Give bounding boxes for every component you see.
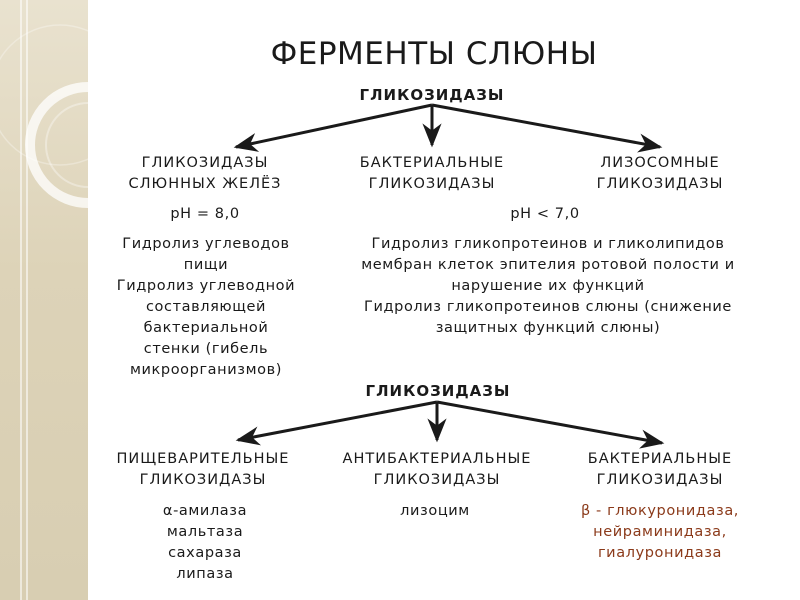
- bacterial-enzymes-list: β - глюкуронидаза, нейраминидаза, гиалур…: [555, 501, 765, 564]
- arrow-to-digestive: [238, 402, 437, 440]
- branch-heading-salivary: ГЛИКОЗИДАЗЫ СЛЮННЫХ ЖЕЛЁЗ: [110, 153, 300, 195]
- list-item: мальтаза: [120, 522, 290, 543]
- ph-bacterial-lysosomal: pH < 7,0: [480, 204, 610, 225]
- ph-salivary: pH = 8,0: [140, 204, 270, 225]
- branch-heading-bacterial-2: БАКТЕРИАЛЬНЫЕ ГЛИКОЗИДАЗЫ: [560, 449, 760, 491]
- list-item: липаза: [120, 564, 290, 585]
- digestive-enzymes-list: α-амилаза мальтаза сахараза липаза: [120, 501, 290, 585]
- section1-arrows: [236, 105, 660, 147]
- section2-arrows: [238, 402, 662, 443]
- branch-heading-antibacterial: АНТИБАКТЕРИАЛЬНЫЕ ГЛИКОЗИДАЗЫ: [326, 449, 548, 491]
- branch-heading-digestive: ПИЩЕВАРИТЕЛЬНЫЕ ГЛИКОЗИДАЗЫ: [96, 449, 310, 491]
- list-item: α-амилаза: [120, 501, 290, 522]
- diagram-root-label-2: ГЛИКОЗИДАЗЫ: [338, 382, 538, 400]
- branch-heading-bacterial: БАКТЕРИАЛЬНЫЕ ГЛИКОЗИДАЗЫ: [332, 153, 532, 195]
- list-item: лизоцим: [360, 501, 510, 522]
- branch-heading-lysosomal: ЛИЗОСОМНЫЕ ГЛИКОЗИДАЗЫ: [560, 153, 760, 195]
- arrow-to-bacterial-2: [437, 402, 662, 443]
- salivary-function-text: Гидролиз углеводов пищи Гидролиз углевод…: [96, 234, 316, 381]
- arrow-to-lysosomal: [432, 105, 660, 147]
- list-item: β - глюкуронидаза,: [555, 501, 765, 522]
- list-item: нейраминидаза,: [555, 522, 765, 543]
- list-item: гиалуронидаза: [555, 543, 765, 564]
- list-item: сахараза: [120, 543, 290, 564]
- antibacterial-enzymes-list: лизоцим: [360, 501, 510, 522]
- bacterial-lysosomal-function-text: Гидролиз гликопротеинов и гликолипидов м…: [326, 234, 770, 339]
- arrow-to-salivary: [236, 105, 432, 147]
